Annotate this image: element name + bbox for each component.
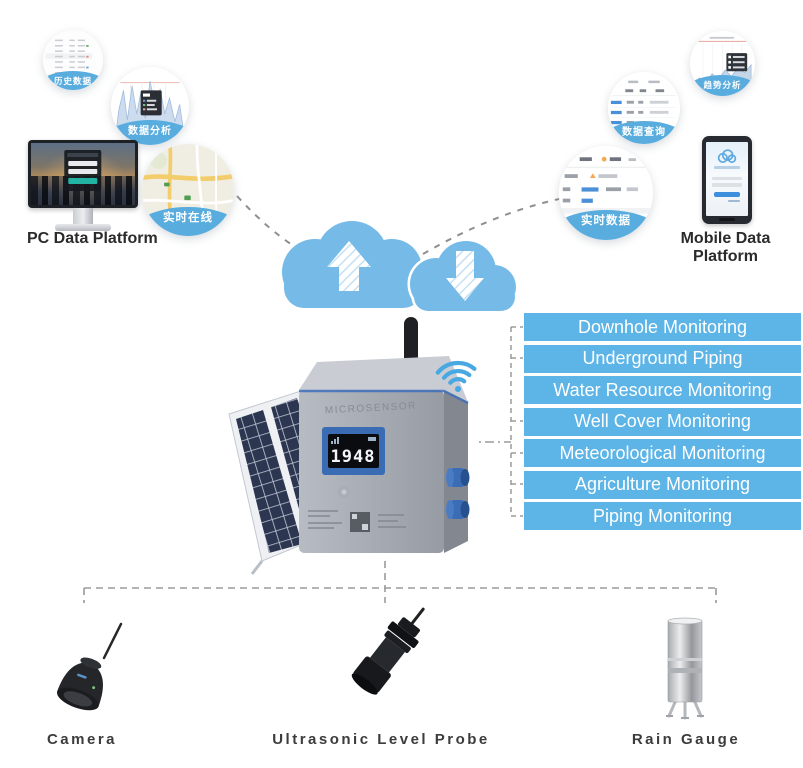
mobile-bubble-data-query: 数据查询 [608,72,680,144]
battery-icon [368,437,376,441]
camera-caption: Camera [46,731,118,748]
mobile-platform-caption: Mobile Data Platform [680,230,771,265]
phone-screen [706,142,748,216]
pc-bubble-history-data: 历史数据 [43,30,103,90]
application-label-piping: Piping Monitoring [524,502,801,530]
login-dialog-graphic [64,149,102,191]
mobile-phone [702,136,752,224]
application-label-agriculture: Agriculture Monitoring [524,470,801,499]
cloud-upload-icon [282,221,423,308]
app-title-graphic [713,166,741,169]
ultrasonic-probe-caption: Ultrasonic Level Probe [272,731,490,748]
link-graphic [728,199,740,202]
application-label-water-resource: Water Resource Monitoring [524,376,801,404]
application-label-underground-piping: Underground Piping [524,344,801,373]
app-logo-cloud-icon [717,149,737,163]
bubble-band: 趋势分析 [690,75,755,96]
bubble-band: 历史数据 [43,70,103,90]
upload-arrow-icon [327,241,371,291]
data-logger-device: MICROSENSOR 1948 [299,317,470,553]
pc-bubble-realtime-online: 实时在线 [142,144,234,236]
pc-platform-caption: PC Data Platform [27,230,158,247]
bubble-label: 实时数据 [581,214,631,227]
mobile-bubble-realtime-data: 实时数据 [559,146,653,240]
bubble-band: 实时数据 [559,209,653,240]
cable-gland-icon [446,468,470,487]
monitor-screen [31,143,135,205]
device-brand: MICROSENSOR [325,401,418,417]
pc-bubble-data-analysis: 数据分析 [111,67,189,145]
ultrasonic-probe-icon [351,607,425,695]
download-arrow-icon [446,251,484,301]
login-button-graphic [714,191,740,197]
pc-monitor [28,140,138,240]
cloud-to-mobile-connector [422,198,560,255]
application-label-meteorological: Meteorological Monitoring [524,439,801,467]
bubble-label: 历史数据 [53,75,92,86]
username-field-graphic [712,176,742,180]
application-list: Downhole Monitoring Underground Piping W… [524,313,801,530]
bubble-label: 趋势分析 [703,80,742,91]
application-label-downhole: Downhole Monitoring [524,313,801,341]
monitor-base [55,224,111,231]
bubble-band: 数据查询 [608,120,680,144]
wifi-icon [435,360,477,392]
camera-icon [56,622,123,711]
mobile-bubble-trend-analysis: 趋势分析 [690,31,755,96]
bubble-band: 实时在线 [142,206,234,236]
password-field-graphic [712,183,742,187]
monitor-stand [73,208,93,225]
rain-gauge-caption: Rain Gauge [631,731,741,748]
pc-to-cloud-connector [236,195,298,249]
signal-bars-icon [331,441,333,444]
monitor-bezel [28,140,138,208]
sensors-connector [83,561,717,603]
device-display-value: 1948 [331,447,376,467]
applications-bracket-connector [479,326,523,517]
bubble-label: 数据查询 [622,126,666,138]
cloud-download-icon [407,238,519,314]
device-label-text-lines [308,510,406,529]
qr-code-icon [350,512,370,532]
application-label-well-cover: Well Cover Monitoring [524,407,801,436]
rain-gauge-icon [666,617,704,720]
bubble-label: 数据分析 [128,126,172,138]
cable-gland-icon [446,500,470,519]
bubble-label: 实时在线 [163,211,213,224]
